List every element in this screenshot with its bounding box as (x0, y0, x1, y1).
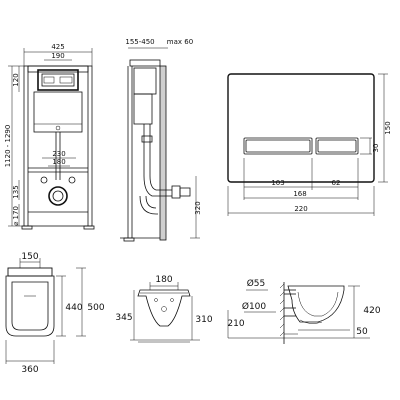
dim-420: 420 (363, 306, 380, 316)
dim-155-450: 155-450 (125, 38, 154, 46)
dim-135: 135 (12, 185, 20, 198)
dim-425: 425 (51, 43, 64, 51)
dim-190: 190 (51, 52, 64, 60)
dim-440: 440 (65, 303, 82, 313)
bowl-front-view: 180 345 310 (115, 275, 213, 343)
dim-345: 345 (115, 313, 132, 323)
dim-150: 150 (384, 121, 392, 134)
dim-210: 210 (227, 319, 244, 329)
dim-230: 230 (52, 150, 65, 158)
dim-168: 168 (293, 190, 306, 198)
flush-plate-view: 150 30 103 62 168 220 (227, 73, 392, 216)
dim-d100: Ø100 (242, 301, 267, 312)
dim-360: 360 (21, 365, 38, 375)
dim-310: 310 (195, 315, 212, 325)
dim-320: 320 (194, 201, 202, 214)
bowl-side-view: Ø55 Ø100 210 420 50 (227, 278, 381, 344)
dim-30: 30 (372, 144, 380, 153)
dim-180: 180 (52, 158, 65, 166)
dim-50: 50 (356, 327, 368, 337)
bowl-top-view: 150 440 500 360 (5, 252, 105, 375)
dim-150-bowl: 150 (21, 252, 38, 262)
dim-d55: Ø55 (247, 278, 266, 289)
frame-side-view: 155-450 max 60 320 (120, 38, 202, 242)
dim-180-bowl: 180 (155, 275, 172, 285)
dim-1120-1290: 1120 - 1290 (4, 125, 12, 168)
dim-500: 500 (87, 303, 104, 313)
frame-front-view: 425 190 230 180 (4, 43, 95, 230)
dim-120: 120 (12, 73, 20, 86)
dim-62: 62 (332, 179, 341, 187)
dim-max-60: max 60 (167, 38, 193, 46)
dim-103: 103 (271, 179, 284, 187)
dim-170: ⌀ 170 (12, 206, 20, 226)
dim-220: 220 (294, 205, 307, 213)
